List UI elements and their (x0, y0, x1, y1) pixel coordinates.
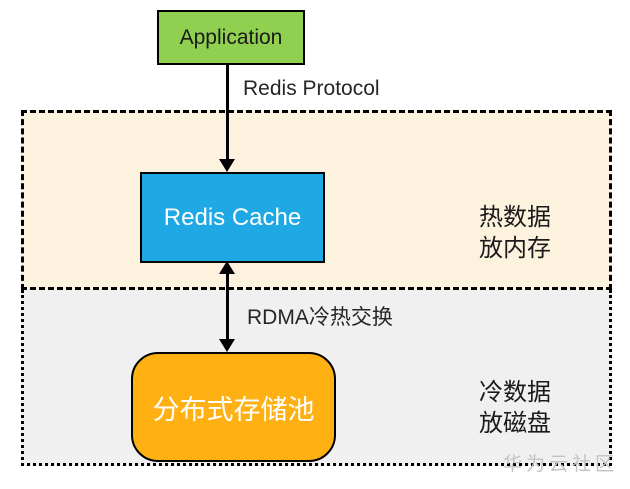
application-label: Application (179, 25, 283, 49)
redis-cache-label: Redis Cache (163, 203, 302, 231)
arrow-line (226, 271, 229, 342)
cold-annotation-line2: 放磁盘 (479, 409, 551, 437)
hot-annotation-line1: 热数据 (479, 203, 551, 231)
cold-annotation-line1: 冷数据 (479, 378, 551, 406)
application-node: Application (157, 10, 305, 65)
redis-protocol-label: Redis Protocol (243, 77, 380, 100)
arrowhead-down-icon (219, 339, 235, 352)
arrow-line (226, 64, 229, 161)
storage-pool-node: 分布式存储池 (131, 352, 336, 462)
redis-cache-node: Redis Cache (140, 172, 325, 263)
application-to-cache-arrow (219, 64, 236, 172)
watermark: 华为云社区 (503, 453, 619, 475)
storage-pool-label: 分布式存储池 (152, 394, 315, 426)
hot-zone-annotation: 热数据 放内存 (445, 202, 585, 264)
cache-to-pool-arrow (219, 261, 236, 352)
arrowhead-up-icon (219, 261, 235, 274)
cold-zone-annotation: 冷数据 放磁盘 (445, 377, 585, 439)
rdma-exchange-label: RDMA冷热交换 (247, 306, 393, 329)
hot-annotation-line2: 放内存 (479, 234, 551, 262)
arrowhead-down-icon (219, 159, 235, 172)
